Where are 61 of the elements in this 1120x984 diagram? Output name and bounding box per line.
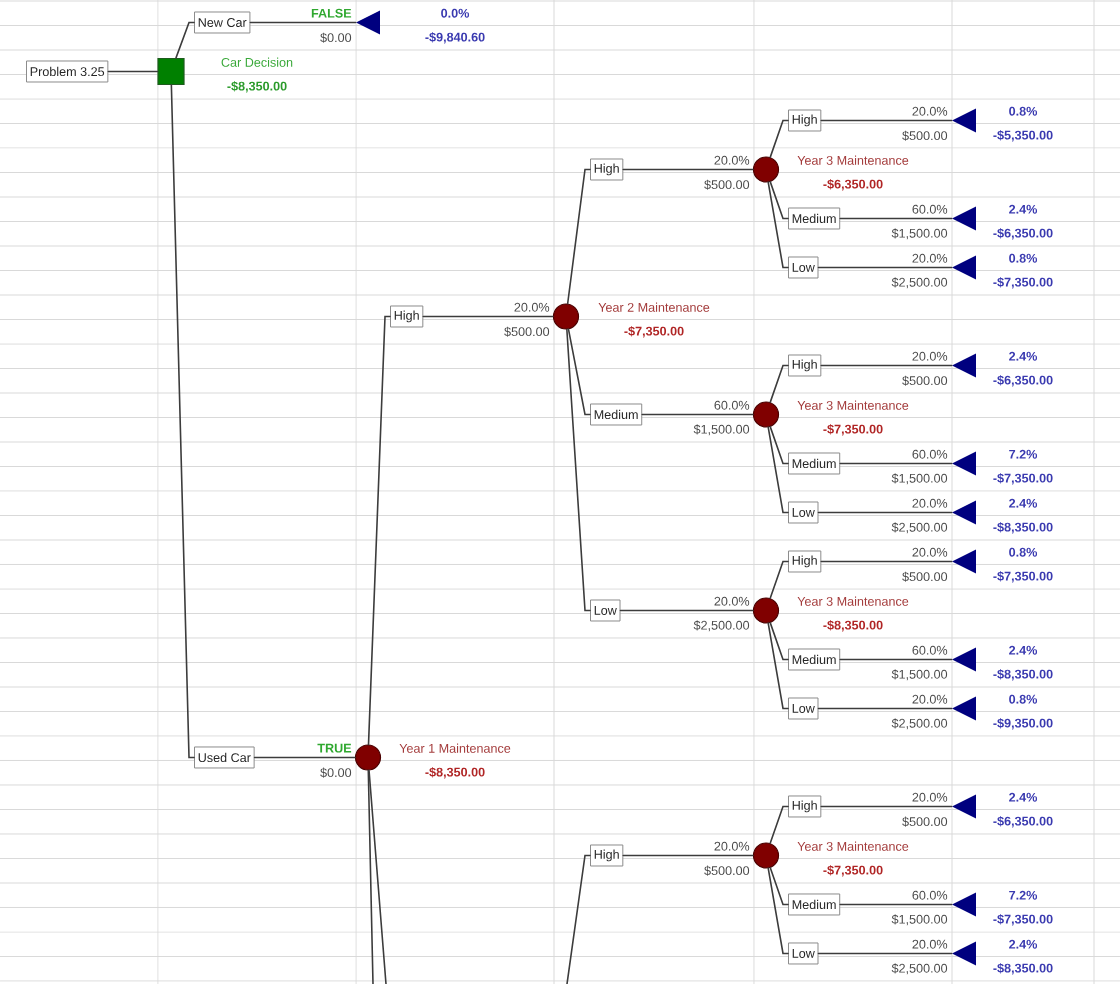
branch-line: [769, 867, 789, 906]
end-triangle: [952, 500, 976, 525]
branch-line: [839, 462, 953, 465]
end-triangle: [952, 892, 976, 917]
branch-line: [107, 70, 159, 73]
end-triangle: [952, 696, 976, 721]
branch-line: [567, 328, 591, 416]
end-triangle: [952, 206, 976, 231]
branch-line: [249, 21, 357, 24]
chance-circle: [552, 303, 580, 330]
chance-circle: [752, 597, 780, 624]
end-triangle: [952, 647, 976, 672]
branch-line: [769, 181, 789, 220]
branch-line: [619, 609, 754, 612]
branch-line: [367, 769, 374, 984]
branch-line: [253, 756, 356, 759]
decision-square: [157, 57, 185, 86]
end-triangle: [952, 108, 976, 133]
end-triangle: [952, 255, 976, 280]
branch-line: [820, 364, 953, 367]
branch-line: [769, 426, 789, 465]
branch-line: [767, 426, 789, 514]
chance-circle: [752, 842, 780, 869]
branch-line: [566, 168, 591, 305]
branch-line: [368, 769, 387, 984]
branch-line: [817, 266, 953, 269]
branch-line: [175, 21, 195, 59]
branch-line: [817, 707, 953, 710]
branch-line: [769, 560, 789, 599]
end-triangle: [356, 10, 380, 35]
end-triangle: [952, 941, 976, 966]
branch-line: [820, 805, 953, 808]
branch-line: [767, 867, 789, 955]
branch-line: [566, 854, 591, 984]
branch-line: [817, 511, 953, 514]
branch-line: [769, 364, 789, 403]
chance-circle: [752, 156, 780, 183]
end-triangle: [952, 353, 976, 378]
chance-circle: [752, 401, 780, 428]
end-triangle: [952, 794, 976, 819]
chance-circle: [354, 744, 382, 771]
end-triangle: [952, 451, 976, 476]
branch-line: [622, 854, 754, 857]
branch-line: [817, 952, 953, 955]
branch-line: [839, 217, 953, 220]
branch-line: [566, 328, 591, 612]
branch-line: [767, 181, 789, 269]
branch-line: [769, 119, 789, 158]
branch-line: [367, 315, 391, 746]
branch-line: [820, 560, 953, 563]
branch-line: [839, 658, 953, 661]
branch-line: [839, 903, 953, 906]
branch-line: [767, 622, 789, 710]
branch-line: [422, 315, 554, 318]
branch-line: [641, 413, 754, 416]
end-triangle: [952, 549, 976, 574]
branch-line: [769, 805, 789, 844]
branch-line: [170, 84, 195, 759]
branch-line: [622, 168, 754, 171]
branch-line: [769, 622, 789, 661]
branch-line: [820, 119, 953, 122]
